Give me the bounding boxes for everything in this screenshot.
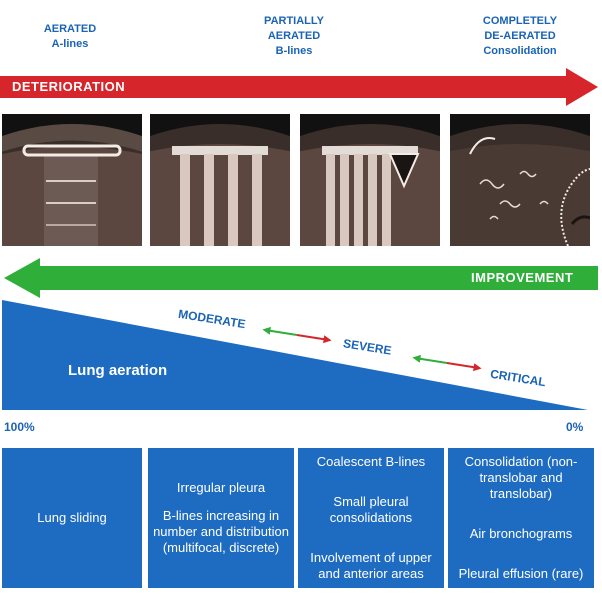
ultrasound-consolidation-image [450,114,590,246]
column-item: Air bronchograms [469,526,573,541]
column-item: Irregular pleura [176,480,266,495]
improvement-arrow [4,258,598,298]
ultrasound-a-lines-image [2,114,142,246]
column-item: Pleural effusion (rare) [458,566,584,581]
column-item: Coalescent B-lines [316,454,426,469]
header-line: AERATED [267,30,321,42]
column-item: Consolidation (non-translobar and transl… [464,454,578,501]
column-aerated: Lung sliding [2,448,142,588]
ultrasound-coalescent-b-lines-image [300,114,440,246]
column-partially-aerated: Irregular pleura B-lines increasing in n… [148,448,294,588]
header-line: DE-AERATED [484,30,556,42]
header-line: Consolidation [483,45,557,57]
header-line: A-lines [51,38,89,50]
header-line: PARTIALLY [264,15,324,27]
header-line: AERATED [43,23,97,35]
lung-aeration-wedge [2,300,588,410]
percent-right-label: 0% [566,420,584,434]
header-aerated: AERATED A-lines [5,22,135,52]
column-item: B-lines increasing in number and distrib… [153,508,289,555]
transition-arrow-severe-critical [412,354,482,372]
header-line: B-lines [275,45,313,57]
header-line: COMPLETELY [482,15,558,27]
lung-aeration-label: Lung aeration [68,362,168,379]
column-completely-de-aerated: Consolidation (non-translobar and transl… [448,448,594,588]
deterioration-label: DETERIORATION [12,79,126,94]
header-completely-de-aerated: COMPLETELY DE-AERATED Consolidation [455,14,585,59]
column-severe: Coalescent B-lines Small pleural consoli… [298,448,444,588]
transition-arrow-moderate-severe [262,326,332,344]
column-item: Involvement of upper and anterior areas [310,550,432,581]
deterioration-arrow [0,68,598,106]
header-partially-aerated: PARTIALLY AERATED B-lines [229,14,359,59]
improvement-label: IMPROVEMENT [471,270,574,285]
percent-left-label: 100% [4,420,35,434]
ultrasound-b-lines-image [150,114,290,246]
column-item: Small pleural consolidations [329,494,413,525]
column-item: Lung sliding [37,510,107,525]
